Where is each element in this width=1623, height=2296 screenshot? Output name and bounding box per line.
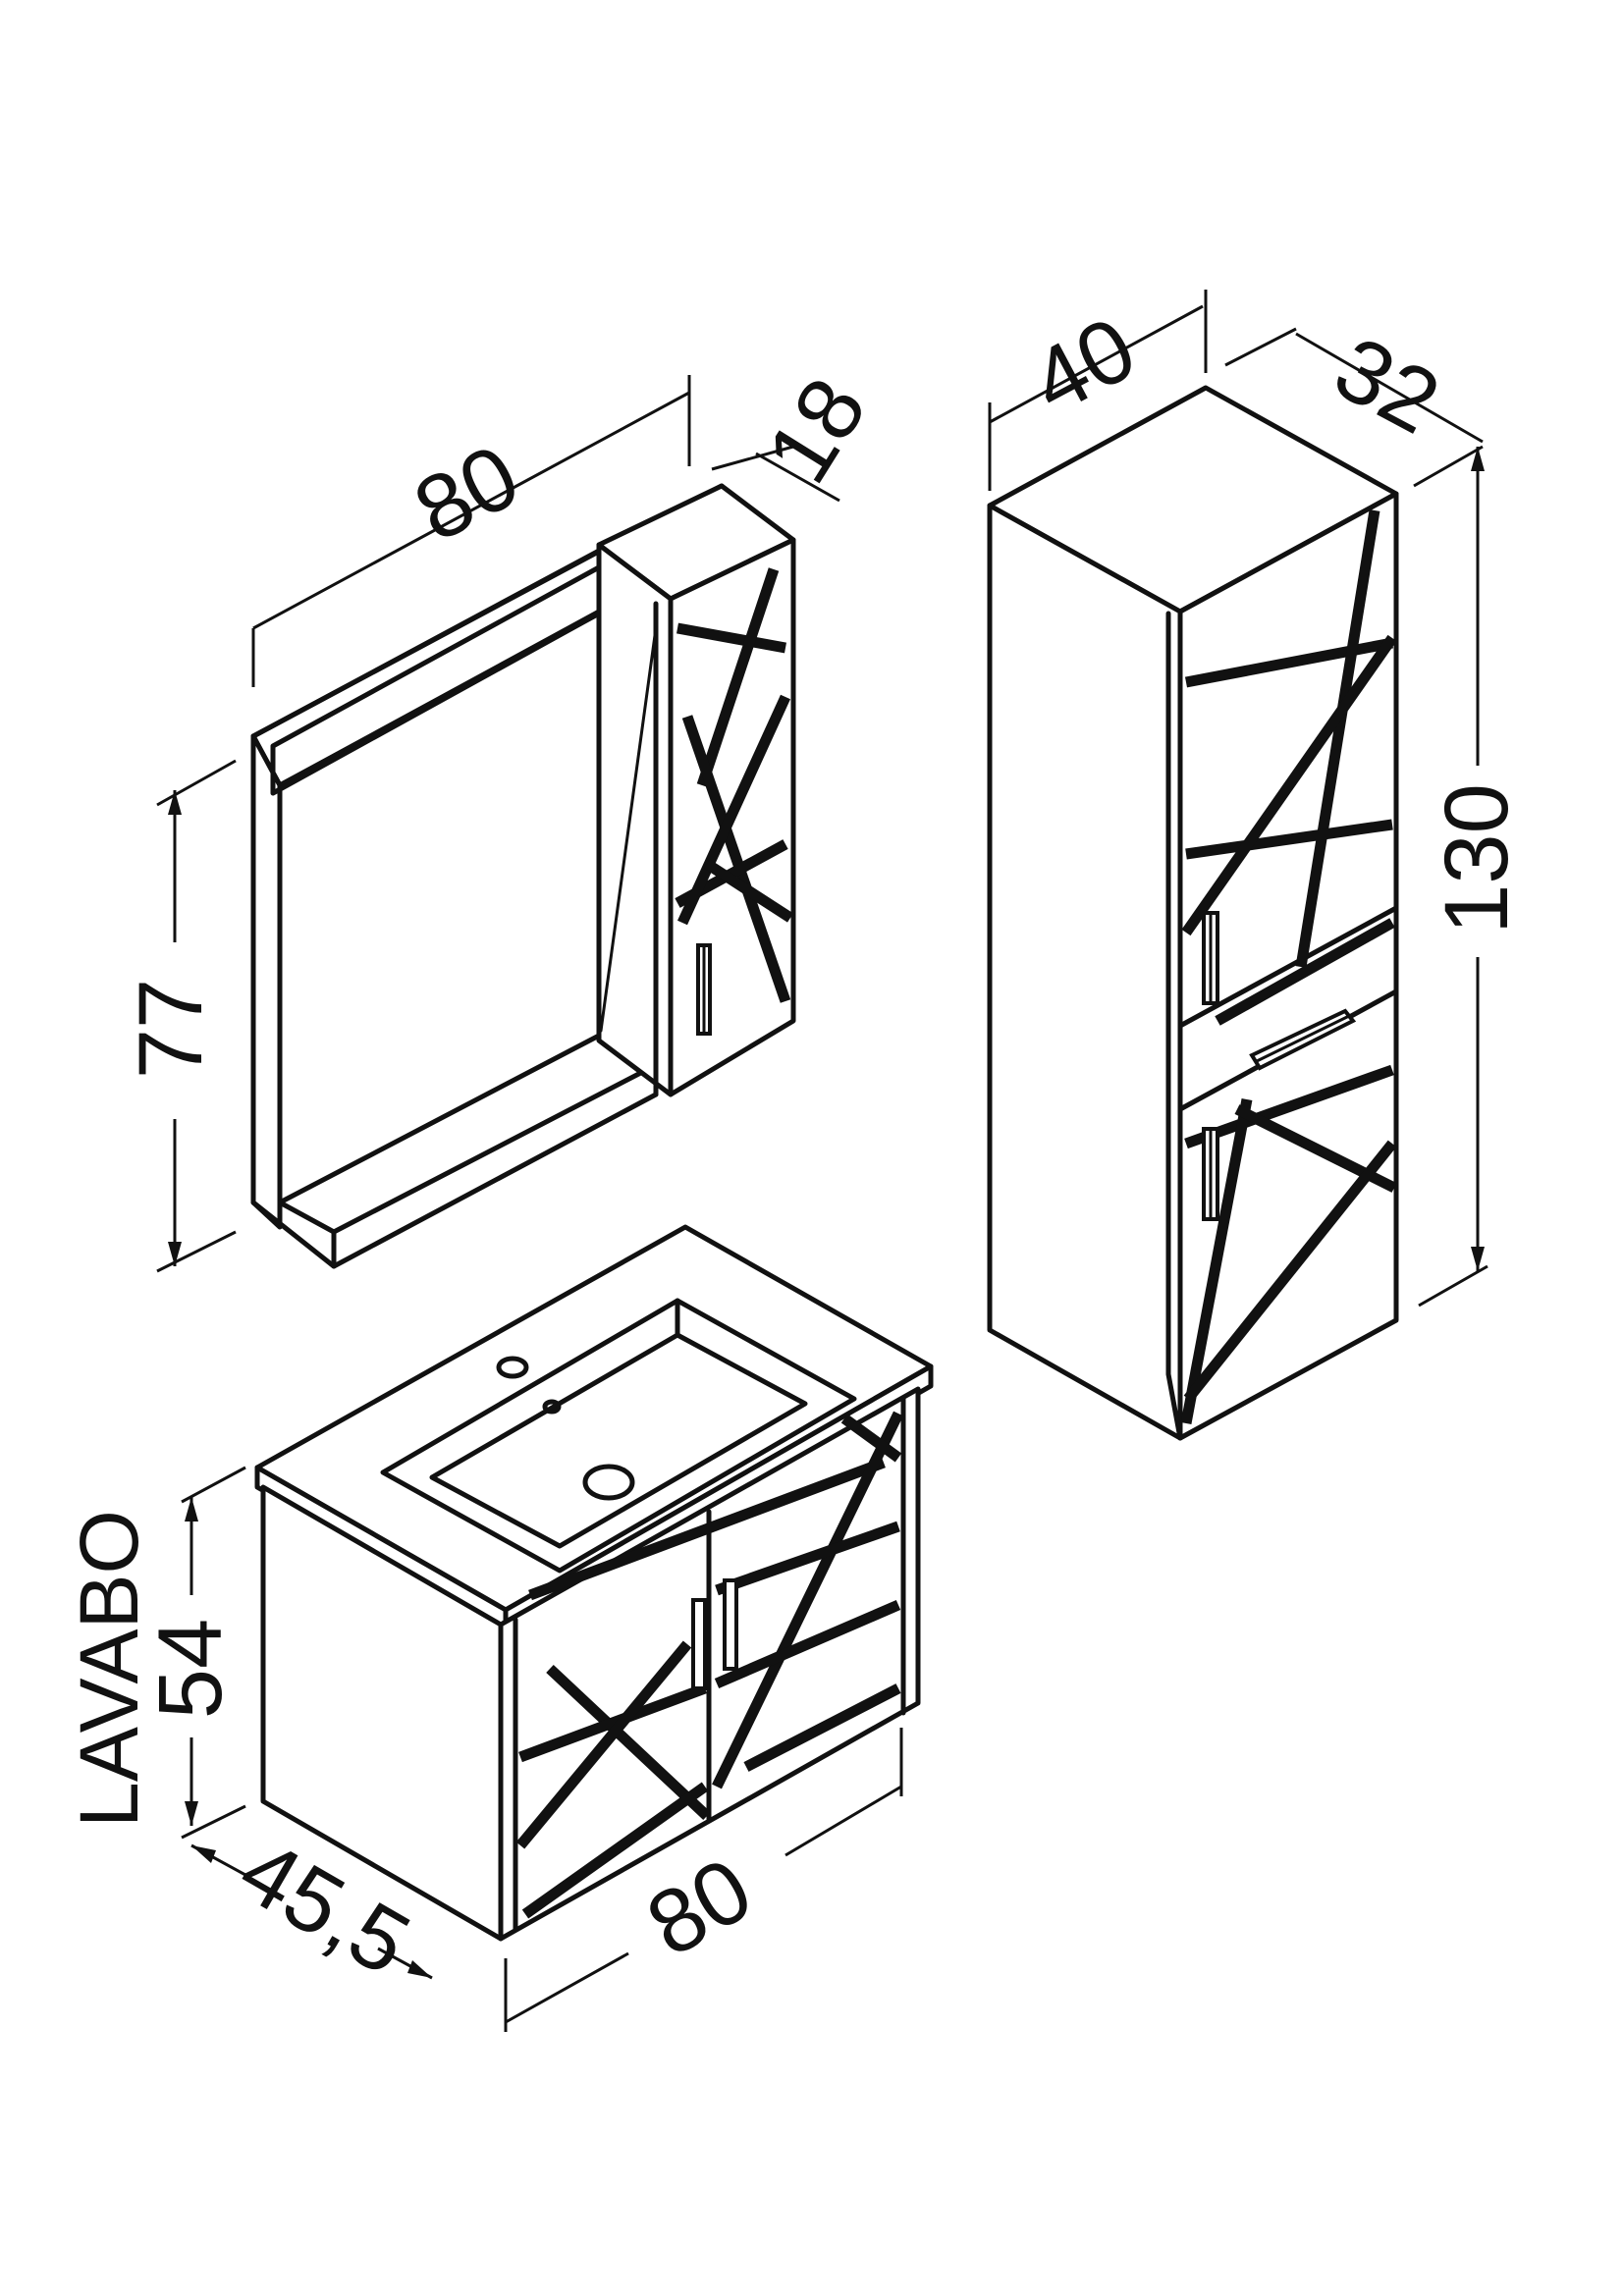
mirror-height-label: 77 bbox=[121, 979, 221, 1079]
tall-cabinet-handle-bottom[interactable] bbox=[1202, 1127, 1219, 1221]
tall-cabinet-side bbox=[987, 503, 1183, 1441]
mirror-door-handle[interactable] bbox=[696, 943, 712, 1036]
tall-cabinet-handle-top[interactable] bbox=[1202, 911, 1219, 1005]
mirror-depth-dimension: 18 bbox=[711, 361, 886, 503]
tall-cabinet-width-label: 40 bbox=[1015, 298, 1151, 434]
tall-cabinet-drawer-top bbox=[1177, 905, 1399, 1029]
mirror-reflection-line bbox=[599, 626, 658, 1033]
mirror-door-pattern bbox=[675, 567, 793, 1003]
sink-door-handle-right[interactable] bbox=[723, 1578, 738, 1671]
sink-door-handle-left[interactable] bbox=[691, 1598, 707, 1690]
sink-basin-inner bbox=[429, 1332, 808, 1549]
tall-cabinet-handle-drawer[interactable] bbox=[1249, 1008, 1357, 1071]
tall-cabinet-door-pattern bbox=[1180, 509, 1397, 1425]
mirror-bottom-shelf-front bbox=[331, 1062, 659, 1235]
mirror-height-dimension: 77 bbox=[121, 759, 237, 1273]
sink-door-pattern bbox=[515, 1411, 903, 1919]
sink-height-dimension: 54 LAVABO bbox=[63, 1466, 246, 1840]
tall-cabinet-base bbox=[1165, 1357, 1183, 1441]
mirror-width-label: 80 bbox=[399, 426, 534, 561]
sink-drain bbox=[582, 1464, 635, 1501]
mirror-frame-bottom bbox=[250, 733, 659, 1269]
tall-cabinet bbox=[987, 385, 1399, 1441]
sink-faucet-hole bbox=[496, 1356, 529, 1379]
sink-overflow-hole bbox=[542, 1399, 562, 1415]
sink-cabinet bbox=[254, 1224, 934, 1942]
tall-cabinet-height-dimension: 130 bbox=[1413, 445, 1527, 1308]
mirror-side-column-face bbox=[596, 542, 674, 1097]
tall-cabinet-depth-label: 32 bbox=[1319, 318, 1454, 454]
mirror-left-side bbox=[250, 733, 283, 1230]
sink-width-label: 80 bbox=[631, 1839, 769, 1976]
mirror-bottom-shelf-edge bbox=[277, 1200, 337, 1235]
sink-label: LAVABO bbox=[63, 1510, 155, 1828]
tall-cabinet-height-label: 130 bbox=[1427, 783, 1527, 934]
mirror-cabinet bbox=[250, 483, 796, 1269]
sink-height-label: 54 bbox=[140, 1619, 241, 1719]
mirror-depth-label: 18 bbox=[747, 361, 886, 500]
